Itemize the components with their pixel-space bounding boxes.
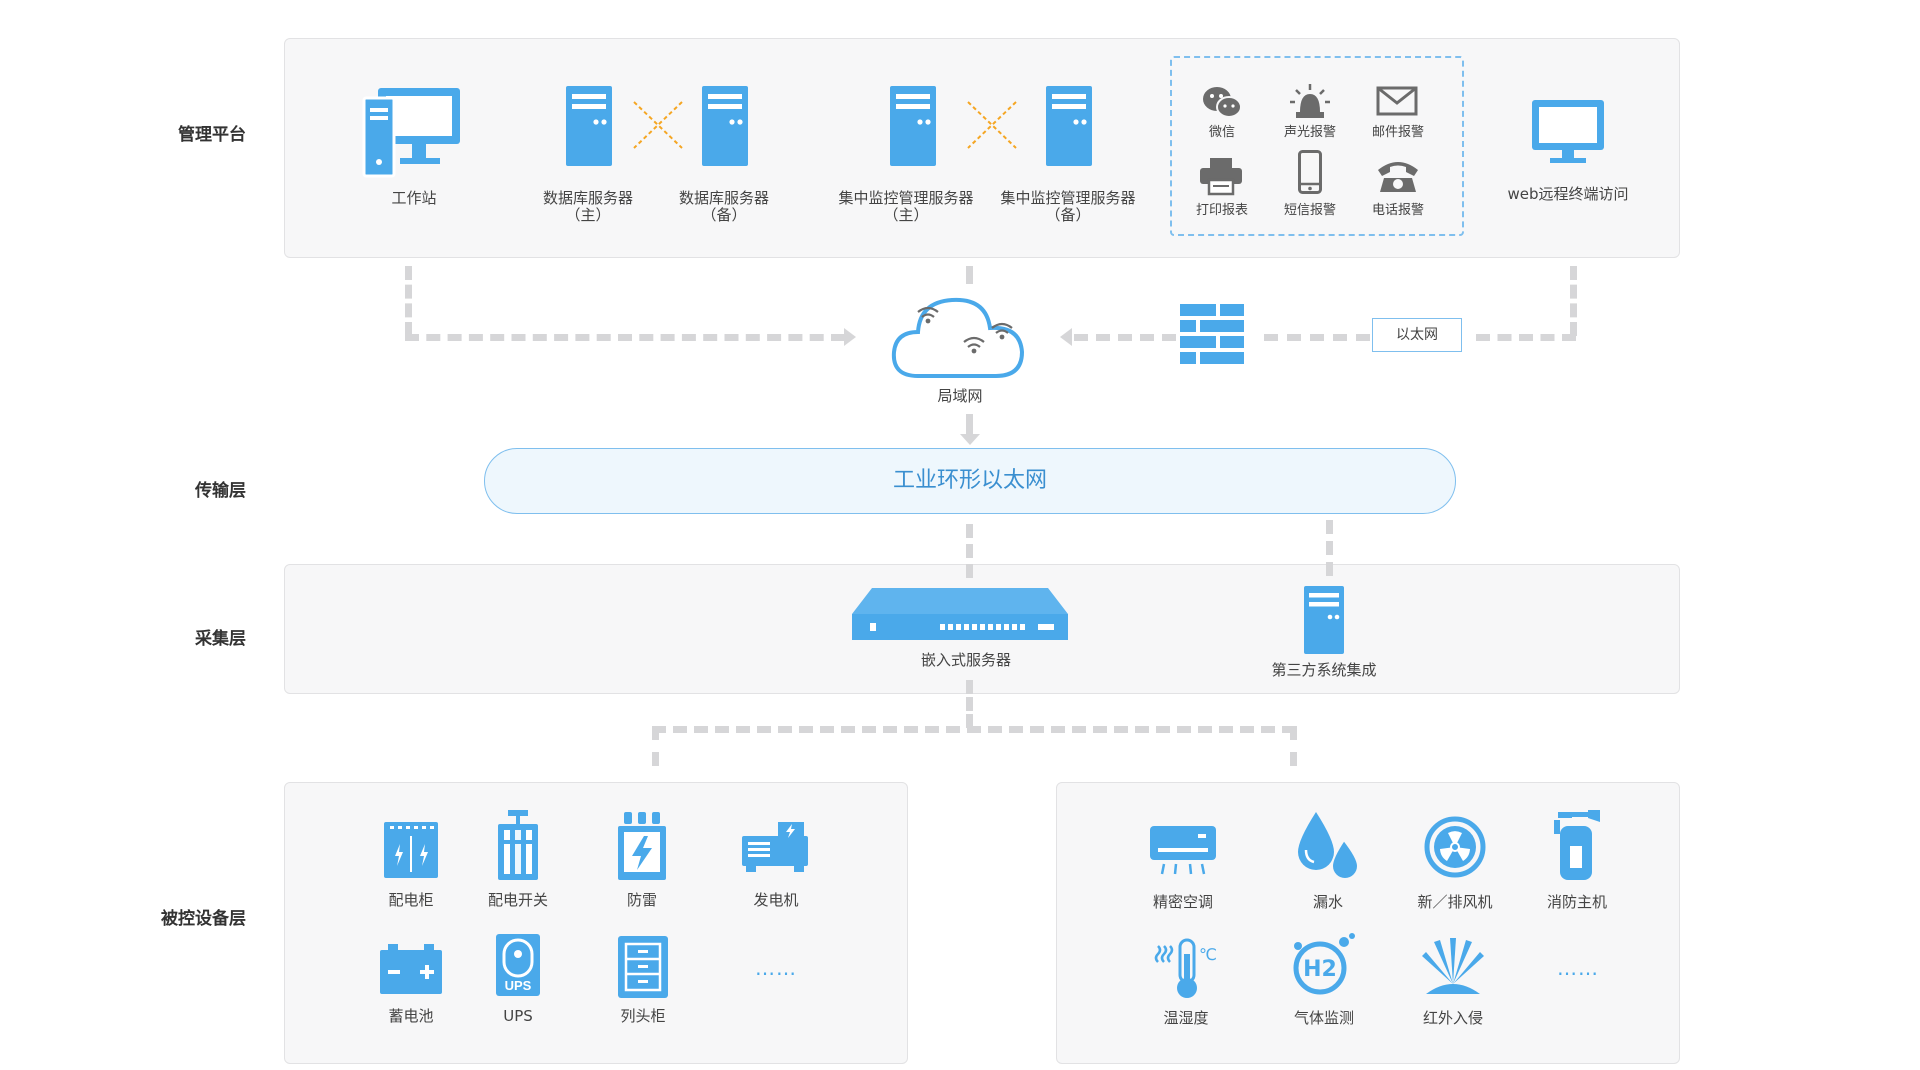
layer-label-management: 管理平台 [178,125,246,145]
alert-sms-label: 短信报警 [1283,203,1337,218]
more-env-devices: …… [1557,956,1599,980]
cms-server-backup-label: 集中监控管理服务器（备） [1000,189,1136,224]
device-label-infrared: 红外入侵 [1422,1009,1484,1027]
embedded-server-icon [852,588,1068,640]
device-label-fire-host: 消防主机 [1546,893,1608,911]
db-redundancy-cross-icon [633,101,683,149]
connector-workstation-down [405,266,412,336]
connector-ring-to-embedded [966,524,973,578]
device-label-fan: 新／排风机 [1417,893,1493,911]
thermometer-icon: ℃ [1154,938,1217,998]
device-label-air-conditioner: 精密空调 [1152,893,1214,911]
web-access-label: web远程终端访问 [1507,185,1629,203]
arrow-down-to-ring-icon [960,434,980,445]
alert-email-label: 邮件报警 [1371,125,1425,140]
arrow-left-to-lan-icon [1060,328,1072,346]
connector-lan-to-ring [966,414,973,434]
device-label-ups: UPS [503,1007,533,1025]
connector-left-to-lan [405,334,845,341]
third-party-label: 第三方系统集成 [1271,661,1377,679]
cms-server-backup-icon [1046,86,1092,166]
temp-unit-text: ℃ [1199,945,1217,964]
alert-phone-label: 电话报警 [1371,203,1425,218]
device-label-thermometer: 温湿度 [1163,1009,1209,1027]
gas-h2-icon: H2 [1293,933,1355,995]
device-label-gas: 气体监测 [1293,1009,1355,1027]
email-icon [1376,86,1418,116]
firewall-icon [1180,304,1244,364]
cms-redundancy-cross-icon [967,101,1017,149]
db-server-main-icon [566,86,612,166]
ethernet-tag: 以太网 [1372,318,1462,352]
device-label-lightning-protection: 防雷 [626,891,658,909]
device-label-generator: 发电机 [753,891,799,909]
connector-devices-split [652,726,1296,733]
air-conditioner-icon [1150,826,1216,875]
connector-to-env-panel [1290,726,1297,766]
db-server-backup-label: 数据库服务器（备） [678,189,770,224]
workstation-icon [362,88,460,178]
connector-web-down [1570,266,1577,336]
power-devices-panel [284,782,908,1064]
connector-web-to-ethernet [1476,334,1576,341]
ups-icon-text: UPS [505,978,532,993]
lan-cloud-icon [891,297,1025,378]
connector-ethernet-to-firewall [1264,334,1370,341]
layer-label-transport: 传输层 [195,481,246,501]
wechat-icon [1203,87,1242,118]
h2-icon-text: H2 [1303,957,1337,982]
db-server-main-label: 数据库服务器（主） [542,189,634,224]
workstation-label: 工作站 [391,189,437,207]
infrared-icon [1422,938,1484,994]
lightning-protection-icon [618,812,666,880]
connector-firewall-to-lan [1074,334,1176,341]
telephone-icon [1378,162,1418,192]
ups-icon: UPS [496,934,540,996]
arrow-right-to-lan-icon [844,328,856,346]
connector-ring-to-thirdparty [1326,520,1333,576]
alert-channels-box [1170,56,1464,236]
device-label-water-leak: 漏水 [1312,893,1344,911]
layer-label-collection: 采集层 [195,629,246,649]
industrial-ring-ethernet: 工业环形以太网 [484,448,1456,514]
device-label-distribution-switch: 配电开关 [487,891,549,909]
column-head-cabinet-icon [618,936,668,998]
device-label-column-head-cabinet: 列头柜 [620,1007,666,1025]
cms-server-main-label: 集中监控管理服务器（主） [838,189,974,224]
layer-label-devices: 被控设备层 [161,909,246,929]
distribution-switch-icon [498,810,538,880]
connector-cms-down [966,266,973,284]
distribution-cabinet-icon [384,822,438,878]
alert-sound-light-label: 声光报警 [1283,125,1337,140]
web-monitor-icon [1532,100,1604,163]
connector-embedded-down [966,680,973,728]
mobile-phone-icon [1298,150,1322,194]
alert-print-label: 打印报表 [1195,203,1249,218]
cms-server-main-icon [890,86,936,166]
third-party-server-icon [1304,586,1344,654]
water-leak-icon [1298,812,1360,880]
lan-label: 局域网 [937,387,983,405]
device-label-distribution-cabinet: 配电柜 [388,891,434,909]
fan-icon [1424,816,1486,878]
alert-wechat-label: 微信 [1208,125,1236,140]
battery-icon [380,944,442,994]
fire-host-icon [1554,810,1600,880]
embedded-server-label: 嵌入式服务器 [920,651,1012,669]
db-server-backup-icon [702,86,748,166]
generator-icon [742,822,808,872]
printer-icon [1200,158,1242,196]
connector-to-power-panel [652,726,659,766]
alarm-light-icon [1290,84,1330,118]
device-label-battery: 蓄电池 [388,1007,434,1025]
more-power-devices: …… [755,956,797,980]
